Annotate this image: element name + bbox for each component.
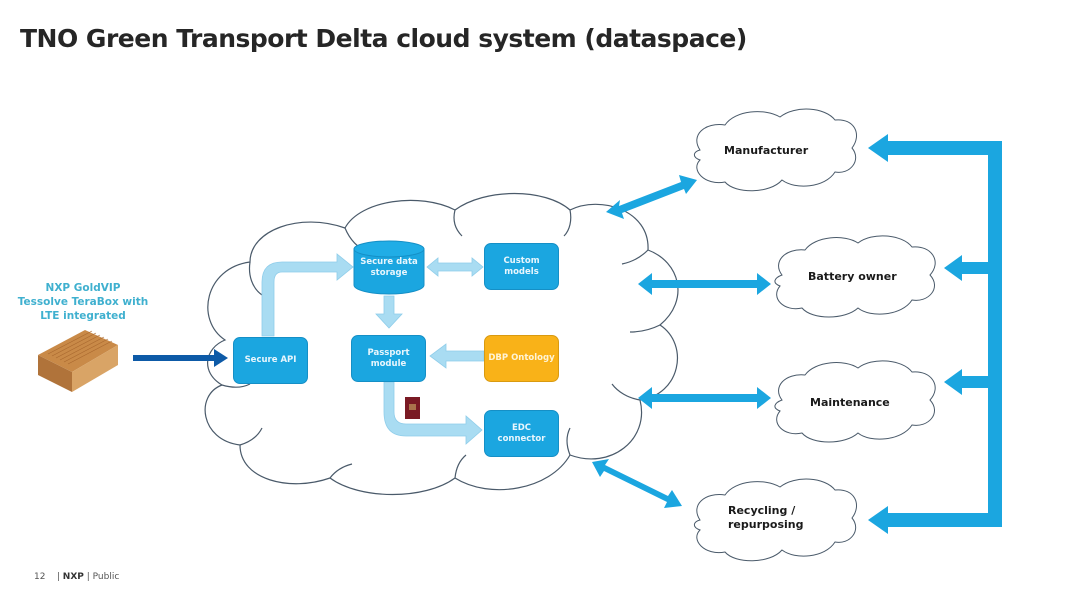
flow-arrow-storage-to-passport [375,295,403,329]
stakeholder-manufacturer[interactable]: Manufacturer [724,144,808,158]
label-line: storage [370,268,408,278]
arrow-dataspace-battery-owner [638,273,771,295]
device-label-line: LTE integrated [40,310,126,322]
flow-arrow-passport-to-edc [383,381,483,445]
label-line: connector [497,433,546,444]
secure-api-box[interactable]: Secure API [233,337,308,384]
stakeholder-maintenance[interactable]: Maintenance [810,396,890,410]
label-line: EDC [511,422,532,433]
stakeholder-battery-owner[interactable]: Battery owner [808,270,897,284]
secure-data-storage-label: Secure data storage [353,257,425,279]
cloud-manufacturer [693,108,857,192]
cloud-battery-owner [774,235,936,318]
edc-connector-box[interactable]: EDC connector [484,410,559,457]
label-line: Secure data [360,257,418,267]
footer-classification: Public [92,572,120,582]
slide-title: TNO Green Transport Delta cloud system (… [20,24,747,53]
cloud-maintenance [774,360,936,443]
device-label-line: Tessolve TeraBox with [17,296,149,308]
arrow-dataspace-manufacturer [606,175,697,219]
cloud-recycling [693,478,857,562]
stakeholder-arrows [592,175,771,508]
stakeholder-label: Recycling / [728,504,796,517]
device-label-line: NXP GoldVIP [45,282,121,294]
passport-document-icon [405,397,420,419]
flow-arrow-ontology-to-passport [429,343,485,369]
flow-arrow-storage-custom [426,257,484,277]
dbp-ontology-label: DBP Ontology [488,353,555,363]
label-line: Passport [367,347,410,358]
arrow-dataspace-maintenance [638,387,771,409]
feedback-bracket [868,134,1002,534]
device-label: NXP GoldVIP Tessolve TeraBox with LTE in… [8,281,158,323]
label-line: models [504,266,539,277]
stakeholder-label: Maintenance [810,396,890,409]
stakeholder-label: Battery owner [808,270,897,283]
label-line: Custom [503,255,540,266]
slide-footer: 12 | NXP | Public [34,572,120,582]
secure-api-label: Secure API [244,355,297,365]
ingest-arrow [133,349,228,367]
page-number: 12 [34,572,46,582]
custom-models-box[interactable]: Custom models [484,243,559,290]
passport-module-box[interactable]: Passport module [351,335,426,382]
footer-brand: NXP [62,572,84,582]
stakeholder-label: repurposing [728,518,804,531]
secure-data-storage-cylinder[interactable]: Secure data storage [353,240,425,296]
flow-arrow-api-to-storage [261,253,354,337]
stakeholder-label: Manufacturer [724,144,809,157]
arrow-dataspace-recycling [592,459,682,508]
hardware-box-icon [38,330,118,392]
dbp-ontology-box[interactable]: DBP Ontology [484,335,559,382]
label-line: module [370,358,407,369]
database-cylinder-icon [353,240,425,295]
stakeholder-recycling[interactable]: Recycling / repurposing [728,504,803,532]
internal-flow-arrows [261,253,485,445]
